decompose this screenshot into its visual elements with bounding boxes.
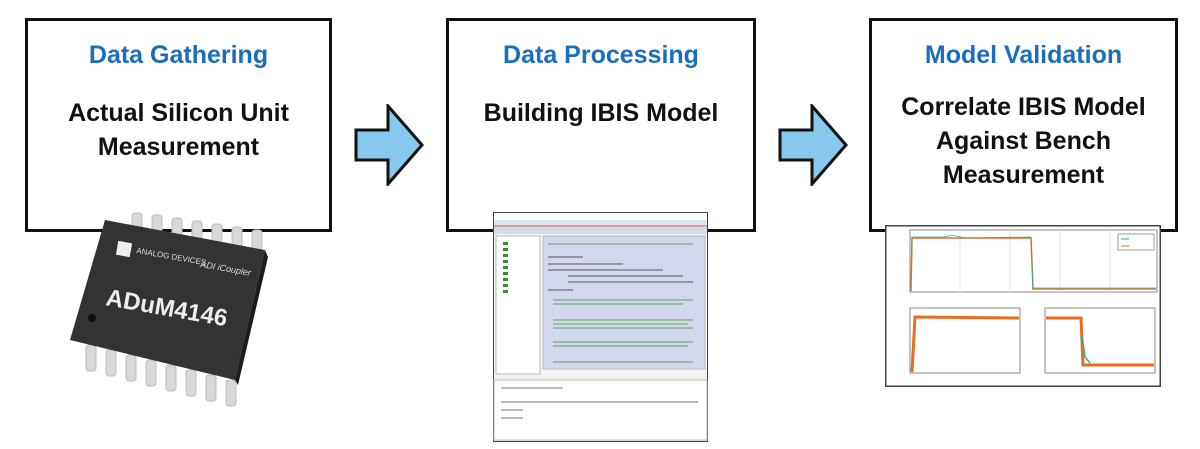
step-line: Correlate IBIS Model <box>901 93 1146 121</box>
step-description: Correlate IBIS Model Against Bench Measu… <box>872 90 1175 192</box>
bottom-right-plot <box>1044 307 1156 374</box>
ibis-software-screenshot <box>493 212 708 442</box>
step-description: Actual Silicon Unit Measurement <box>28 96 329 164</box>
top-plot <box>909 229 1158 293</box>
step-line: Actual Silicon Unit <box>68 99 289 127</box>
step-line: Measurement <box>942 161 1105 189</box>
arrow-right-icon <box>354 104 424 186</box>
step-description: Building IBIS Model <box>449 96 753 130</box>
correlation-plots <box>885 225 1161 387</box>
bottom-left-plot <box>909 307 1021 374</box>
step-title: Data Processing <box>503 41 699 69</box>
step-box-model-validation: Model Validation Correlate IBIS Model Ag… <box>869 18 1178 232</box>
chip-image: ANALOG DEVICES ADI iCoupler ADuM4146 <box>70 212 268 407</box>
step-title: Data Gathering <box>88 41 269 69</box>
step-line: Measurement <box>97 133 260 161</box>
step-line: Building IBIS Model <box>483 99 719 127</box>
step-box-data-gathering: Data Gathering Actual Silicon Unit Measu… <box>25 18 332 232</box>
arrow-right-icon <box>778 104 848 186</box>
step-box-data-processing: Data Processing Building IBIS Model <box>446 18 756 232</box>
step-title: Model Validation <box>924 41 1123 69</box>
step-line: Against Bench <box>935 127 1112 155</box>
